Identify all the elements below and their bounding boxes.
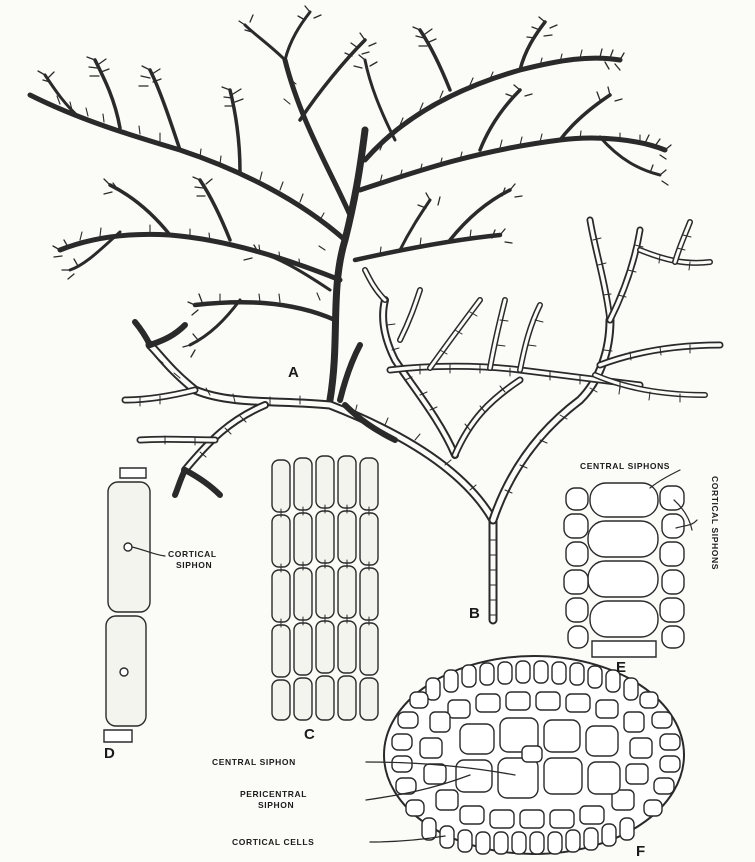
thallus-b <box>125 220 720 620</box>
label-central-siphon: CENTRAL SIPHON <box>212 757 296 767</box>
label-b: B <box>469 605 480 622</box>
label-a: A <box>288 364 299 381</box>
label-cortical-siphon-line1: CORTICAL <box>168 549 217 559</box>
label-cortical-cells: CORTICAL CELLS <box>232 837 314 847</box>
label-f: F <box>636 843 645 860</box>
label-cortical-siphons: CORTICAL SIPHONS <box>710 476 720 570</box>
label-pericentral-line2: SIPHON <box>258 800 294 810</box>
siphon-section-e <box>564 470 697 657</box>
thallus-a <box>30 6 671 400</box>
label-c: C <box>304 726 315 743</box>
label-cortical-siphon-line2: SIPHON <box>176 560 212 570</box>
filament-d <box>104 468 165 742</box>
label-pericentral-line1: PERICENTRAL <box>240 789 307 799</box>
label-e: E <box>616 659 626 676</box>
label-d: D <box>104 745 115 762</box>
cell-filament-c <box>272 456 378 720</box>
label-central-siphons: CENTRAL SIPHONS <box>580 461 670 471</box>
cross-section-f <box>366 656 684 854</box>
